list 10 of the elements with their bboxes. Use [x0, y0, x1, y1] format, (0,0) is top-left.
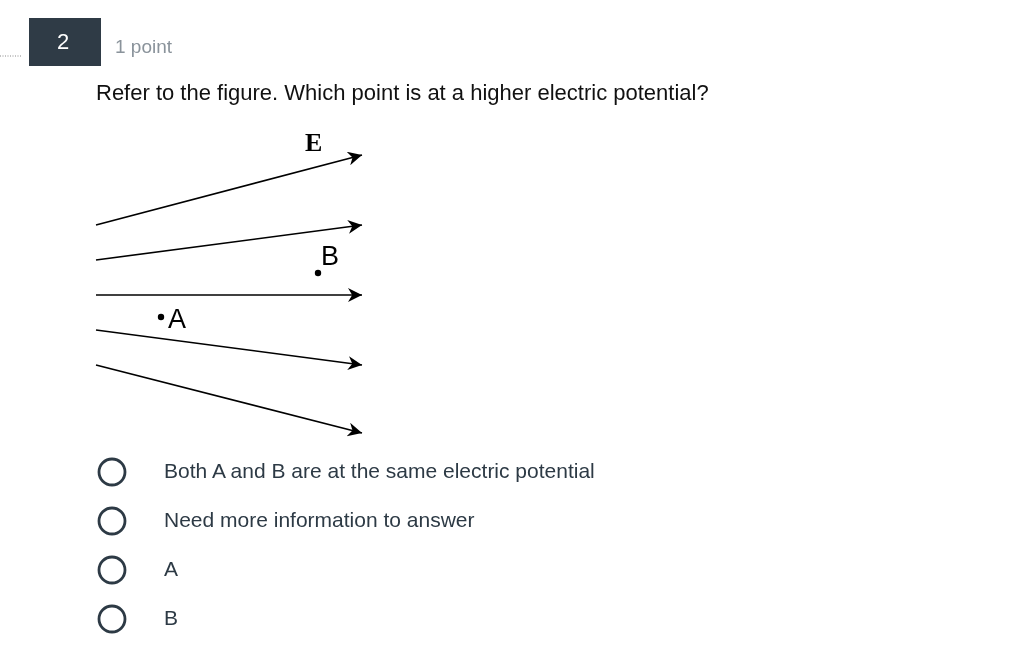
field-label: E [305, 128, 323, 158]
option-text: Need more information to answer [164, 508, 475, 533]
points-value: 1 point [115, 36, 173, 58]
question-text: Refer to the figure. Which point is at a higher electric potential? [96, 80, 709, 106]
option-text: B [164, 606, 178, 631]
question-number: 2 [57, 29, 70, 55]
point-label: A [168, 304, 186, 336]
option-text: Both A and B are at the same electric potential [164, 459, 595, 484]
option-text: A [164, 557, 178, 582]
point-label: B [321, 241, 339, 273]
